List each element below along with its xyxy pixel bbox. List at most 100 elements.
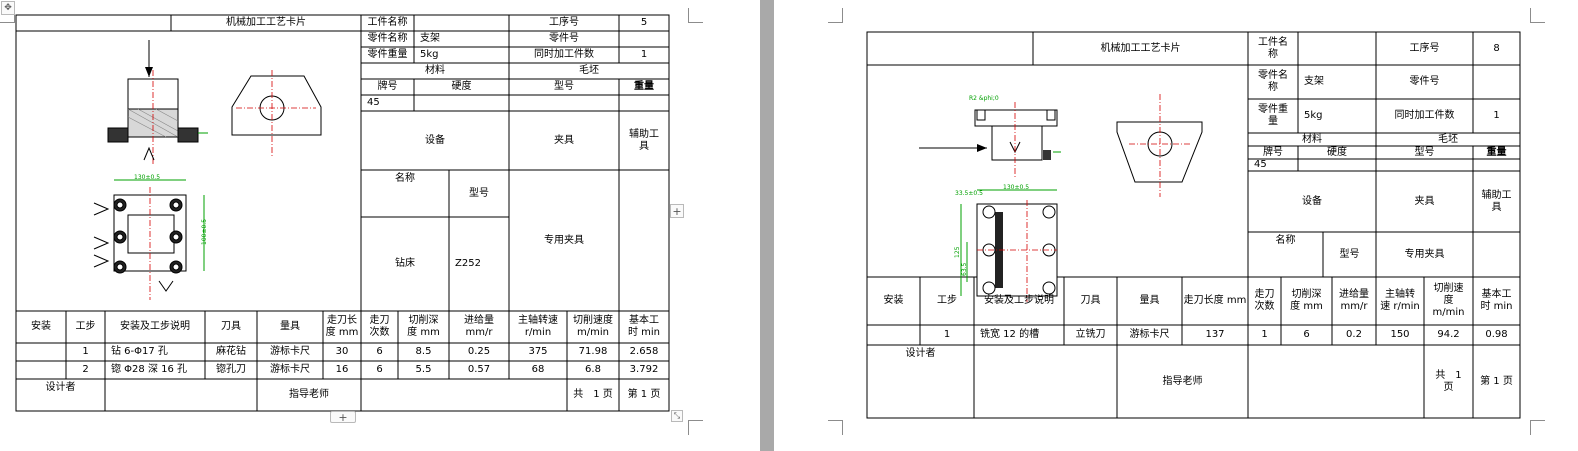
- grade-value: 45: [1254, 159, 1267, 170]
- column-header-7: 切削深 度 mm: [1290, 289, 1323, 312]
- add-row-button[interactable]: +: [330, 411, 356, 424]
- header-cell-box: [1297, 31, 1377, 66]
- header-cell-2-1: 5kg: [420, 49, 439, 60]
- table-resize-handle[interactable]: ⤡: [671, 410, 683, 422]
- header-cell-2-1: 5kg: [1304, 110, 1323, 121]
- header-cell-0-2: 工序号: [1409, 42, 1440, 54]
- spec-label-1: 硬度: [451, 81, 472, 92]
- operation-cell: 游标卡尺: [1129, 329, 1170, 340]
- column-header-1: 工步: [75, 321, 96, 332]
- margin-corner-mark: [688, 420, 703, 435]
- clamp-arrow-head: [145, 67, 153, 77]
- operation-cell: [16, 361, 66, 379]
- locating-mark: [143, 146, 155, 161]
- operation-cell: 6: [1303, 329, 1310, 340]
- footer-cell-box: [360, 378, 568, 412]
- operation-cell: 30: [335, 346, 349, 357]
- vise-left-jaw: [976, 109, 986, 121]
- header-cell-box: [413, 14, 510, 32]
- margin-corner-mark: [688, 8, 703, 23]
- column-header-0: 安装: [31, 321, 51, 332]
- operation-cell: 137: [1205, 329, 1225, 340]
- hole-0: [982, 205, 996, 219]
- machine-model-label: 型号: [1339, 248, 1360, 260]
- operation-cell: 0.25: [467, 346, 491, 357]
- spec-value-box: [1472, 158, 1521, 172]
- column-header-10: 切削速度 m/min: [573, 315, 613, 338]
- column-header-6: 走刀 次数: [1254, 289, 1275, 312]
- operation-cell: 8.5: [415, 346, 432, 357]
- footer-cell-box: [618, 378, 670, 412]
- header-cell-0-0: 工件名 称: [1258, 36, 1288, 60]
- spec-value-box: [1297, 158, 1377, 172]
- margin-corner-mark: [1530, 420, 1545, 435]
- material-label: 材料: [1302, 133, 1322, 145]
- operation-cell: 1: [943, 329, 951, 340]
- dim-text-top: 130±0.5: [134, 174, 160, 181]
- locator-marks: [93, 202, 110, 268]
- header-cell-box: [1472, 64, 1521, 100]
- drill-hole-core-0: [116, 201, 124, 209]
- operation-cell: 0.57: [467, 364, 491, 375]
- header-cell-2-0: 零件重量: [367, 49, 408, 60]
- drill-hole-core-2: [116, 233, 124, 241]
- header-cell-1-2: 零件号: [549, 33, 579, 44]
- machine-name-label: 名称: [1275, 235, 1296, 246]
- header-cell-2-2: 同时加工件数: [534, 49, 594, 60]
- column-header-0: 安装: [883, 295, 904, 306]
- header-cell-1-2: 零件号: [1409, 76, 1440, 87]
- hole-5: [1042, 281, 1056, 295]
- add-column-button[interactable]: +: [670, 204, 684, 218]
- margin-corner-mark: [828, 420, 843, 435]
- table-move-handle[interactable]: ✥: [1, 1, 15, 15]
- right-stop: [1043, 150, 1051, 160]
- dim-text-left: 33.5±0.5: [955, 190, 983, 197]
- column-header-9: 主轴转 速 r/min: [1380, 289, 1420, 312]
- spec-label-2: 型号: [1414, 146, 1435, 158]
- operation-cell: 1: [82, 346, 89, 357]
- header-cell-1-1: 支架: [1304, 76, 1324, 87]
- machine-model-label: 型号: [469, 187, 489, 199]
- total-pages: 共 1 页: [1435, 369, 1462, 393]
- designer-label: 设计者: [45, 382, 76, 393]
- operation-cell: 375: [528, 346, 548, 357]
- spec-value-box: [508, 94, 620, 112]
- operation-cell: 铣宽 12 的槽: [980, 329, 1040, 340]
- margin-corner-mark: [828, 8, 843, 23]
- vise-right-jaw: [1046, 109, 1056, 121]
- header-cell-2-3: 1: [640, 49, 648, 60]
- operation-cell: 16: [335, 364, 349, 375]
- column-header-4: 量具: [280, 321, 300, 332]
- operation-cell: 150: [1390, 329, 1410, 340]
- operation-cell: 94.2: [1437, 329, 1460, 340]
- fixture-label: 夹具: [1414, 195, 1435, 207]
- card-title: 机械加工工艺卡片: [1100, 42, 1181, 54]
- operation-cell: 71.98: [578, 346, 608, 357]
- teacher-label: 指导老师: [1162, 375, 1203, 387]
- model-value: Z252: [455, 258, 481, 269]
- operation-cell: 2: [82, 364, 89, 375]
- column-header-2: 安装及工步说明: [120, 321, 190, 332]
- material-label: 材料: [425, 65, 445, 76]
- spec-value-box: [1375, 158, 1474, 172]
- spec-label-3: 重量: [634, 81, 654, 92]
- right-flange: [177, 127, 199, 143]
- header-cell-1-0: 零件名 称: [1258, 70, 1288, 93]
- footer-cell-box: [1247, 344, 1425, 419]
- footer-cell-box: [973, 344, 1118, 419]
- blank-label: 毛坯: [1438, 133, 1458, 145]
- header-cell-0-2: 工序号: [549, 17, 579, 28]
- drill-hole-core-4: [116, 263, 124, 271]
- operation-cell: 钻 6-Φ17 孔: [111, 346, 168, 357]
- column-header-6: 走刀 次数: [369, 315, 390, 338]
- fixture-value: 专用夹具: [544, 234, 584, 246]
- spec-label-3: 重量: [1486, 146, 1507, 158]
- dim-text-top: 130±0.5: [1003, 184, 1029, 191]
- workpiece-front: [991, 125, 1043, 161]
- machine-name-label: 名称: [395, 173, 415, 184]
- operation-cell: 6: [376, 364, 383, 375]
